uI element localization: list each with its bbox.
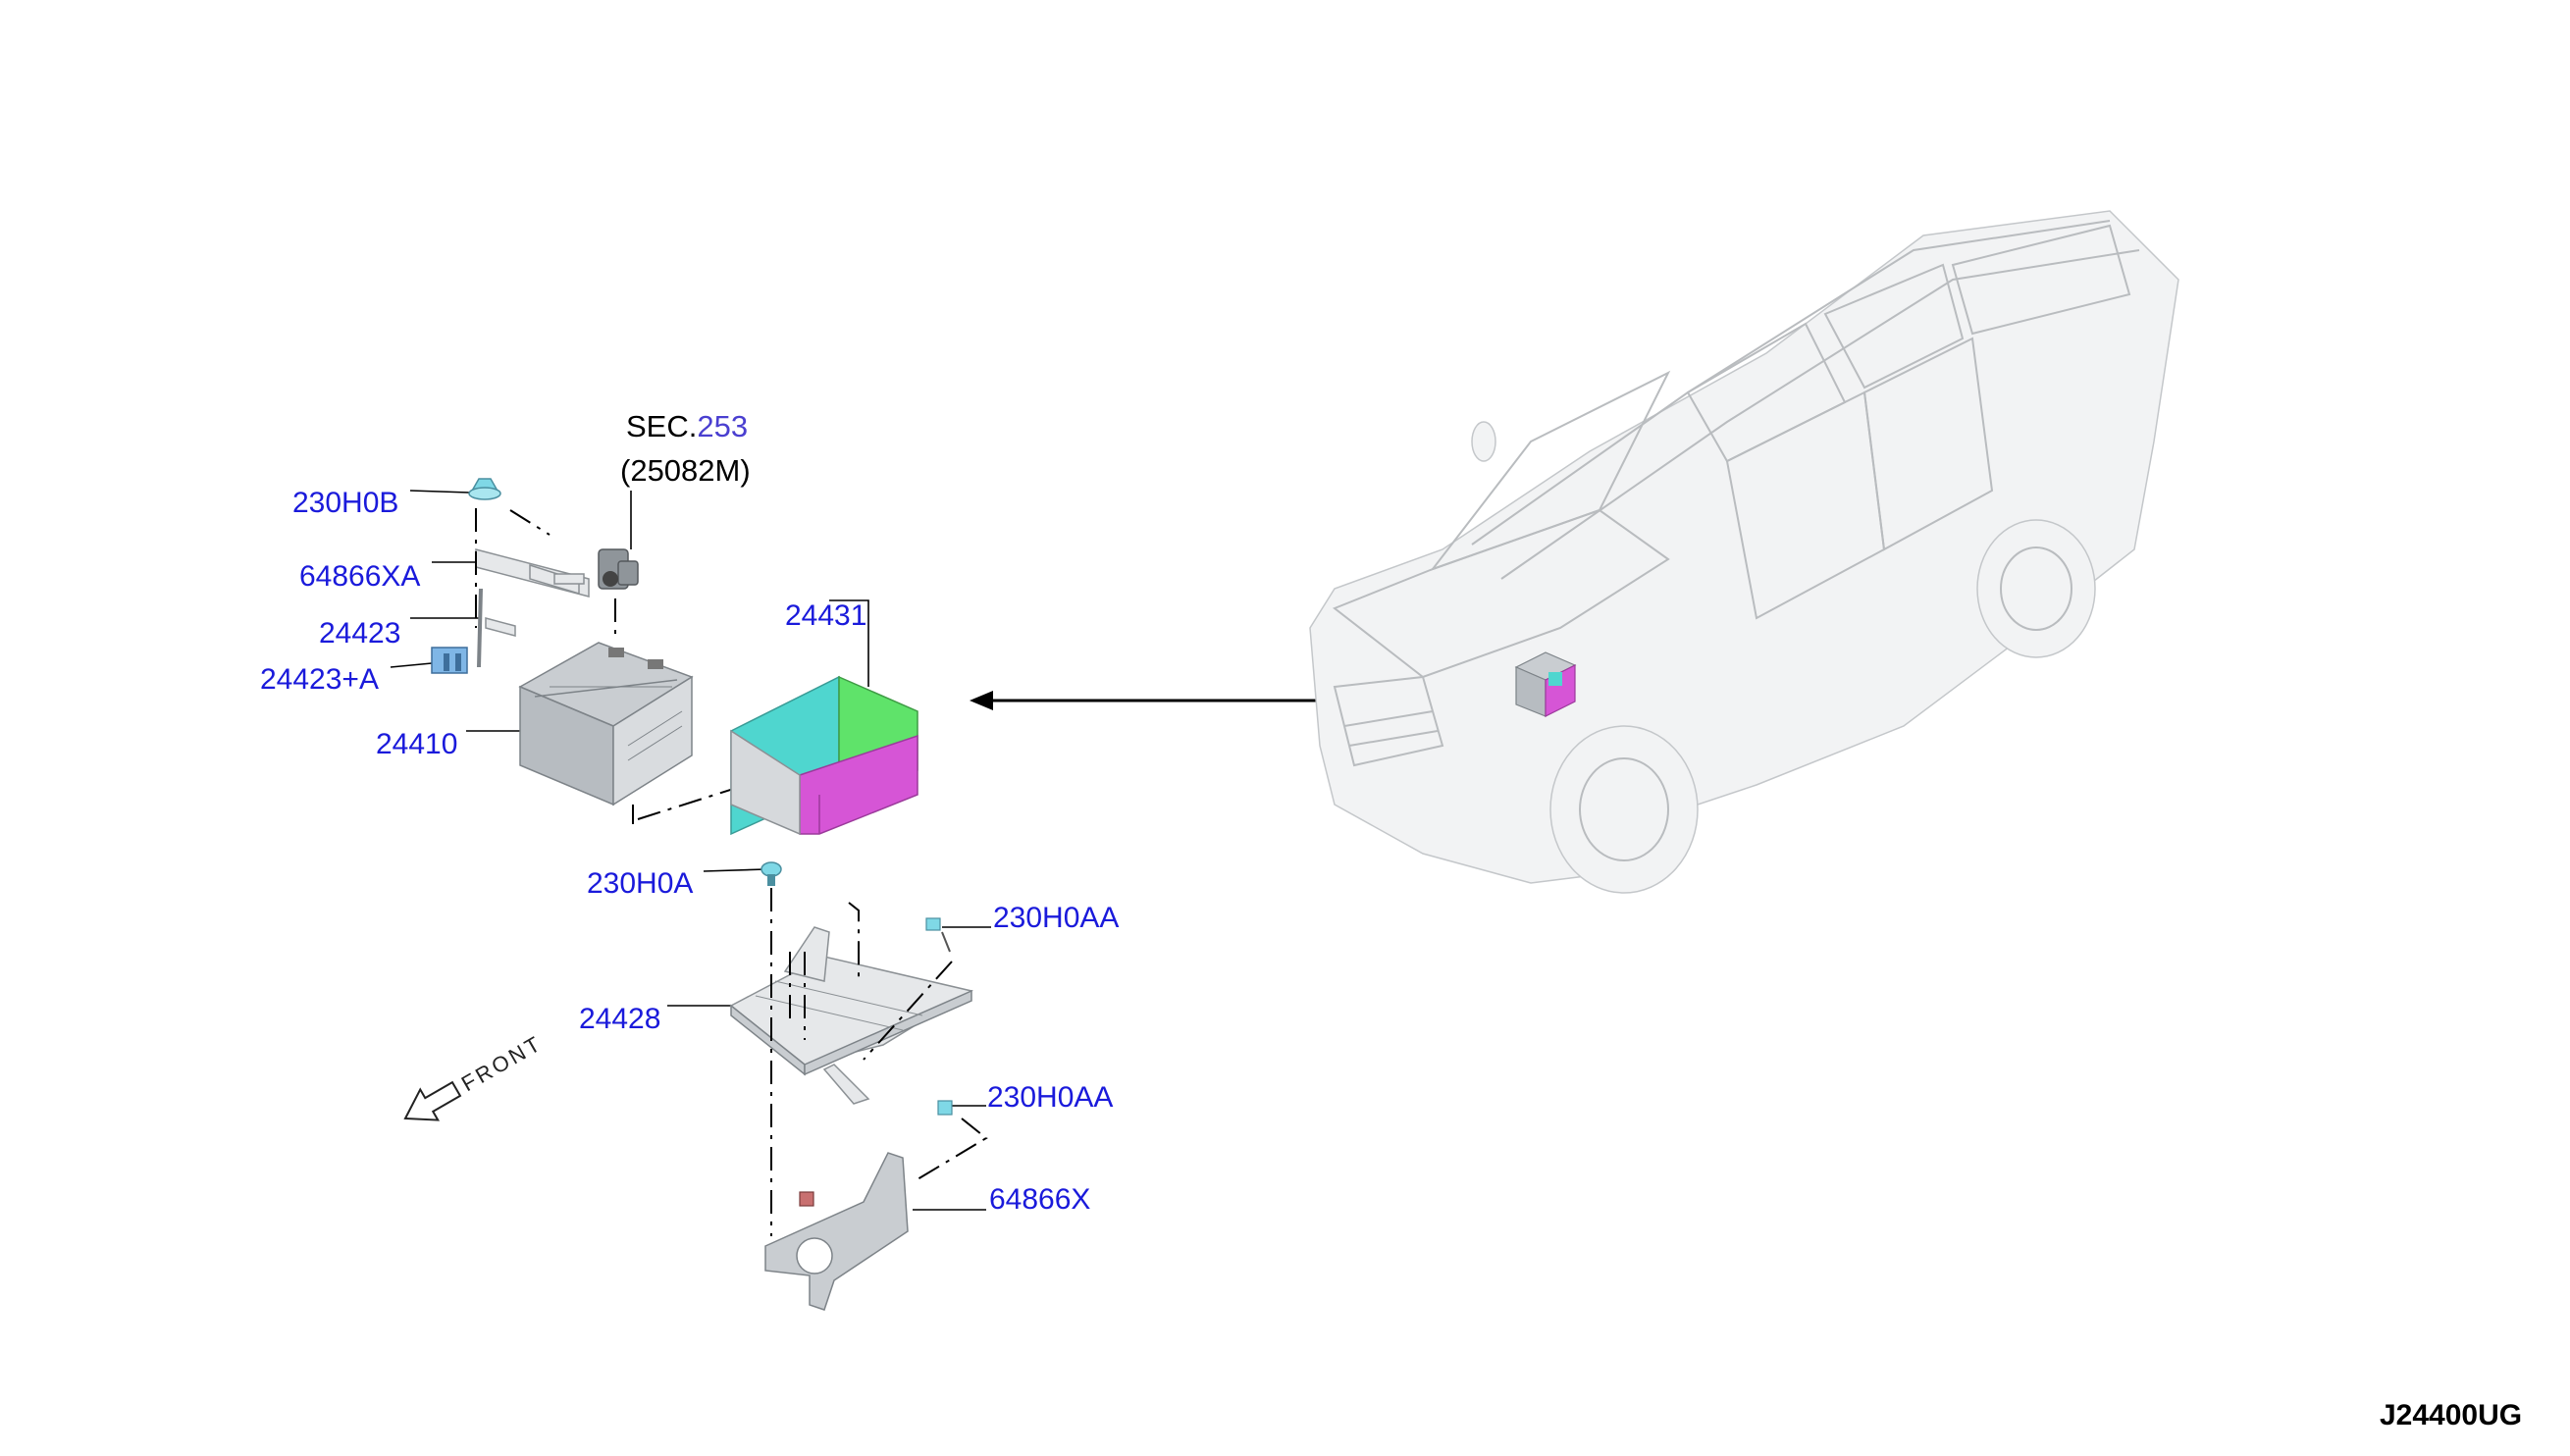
front-direction-indicator: FRONT (403, 1030, 547, 1121)
part-230H0B-clip[interactable] (468, 478, 501, 500)
callout-24423-plus-a[interactable]: 24423+A (260, 663, 379, 696)
callout-230H0B[interactable]: 230H0B (292, 487, 398, 519)
dash-lower-clip (912, 1118, 988, 1183)
callout-64866X[interactable]: 64866X (989, 1183, 1090, 1216)
leader-24431 (829, 599, 869, 687)
front-label: FRONT (457, 1030, 547, 1096)
leader-230H0B (409, 490, 470, 494)
dash-battery-b (637, 784, 747, 820)
part-24431-cover[interactable] (730, 675, 918, 836)
part-24423-plus-a-clamp[interactable] (431, 647, 468, 674)
section-part-number: (25082M) (620, 453, 751, 488)
callout-230H0A[interactable]: 230H0A (587, 867, 693, 900)
part-64866X-bracket[interactable] (764, 1152, 909, 1311)
part-64866XA-bracket[interactable] (475, 508, 590, 637)
leader-24423-plus-a (390, 662, 433, 668)
part-230H0AA-upper-clip[interactable] (925, 917, 951, 953)
part-230H0A-clip[interactable] (761, 861, 782, 886)
callout-230H0AA-lower[interactable]: 230H0AA (987, 1081, 1113, 1114)
vehicle-locator-illustration (1309, 210, 2179, 894)
part-25082M-connector[interactable] (598, 548, 639, 638)
callout-24431[interactable]: 24431 (785, 599, 866, 632)
section-prefix: SEC. (626, 409, 697, 443)
callout-24428[interactable]: 24428 (579, 1003, 660, 1035)
front-arrow-icon (403, 1080, 462, 1121)
part-24410-battery[interactable] (518, 642, 747, 824)
part-24428-tray[interactable] (729, 888, 973, 1236)
part-230H0AA-lower-clip[interactable] (912, 1100, 988, 1183)
callout-64866XA[interactable]: 64866XA (299, 560, 420, 593)
dash-tray-bracket (848, 902, 860, 981)
arrow-head-icon (970, 691, 993, 710)
leader-230H0A (703, 868, 766, 872)
vehicle-battery-highlight (1514, 651, 1577, 717)
callout-24423[interactable]: 24423 (319, 617, 400, 650)
callout-230H0AA-upper[interactable]: 230H0AA (993, 902, 1119, 934)
section-number: 253 (697, 409, 748, 443)
dash-tray-diag (863, 961, 953, 1061)
section-reference[interactable]: SEC.253 (626, 409, 748, 443)
callout-24410[interactable]: 24410 (376, 728, 457, 760)
dash-64866XA-d (509, 509, 551, 536)
figure-code: J24400UG (2380, 1399, 2522, 1431)
part-24423-rod[interactable] (477, 588, 483, 668)
